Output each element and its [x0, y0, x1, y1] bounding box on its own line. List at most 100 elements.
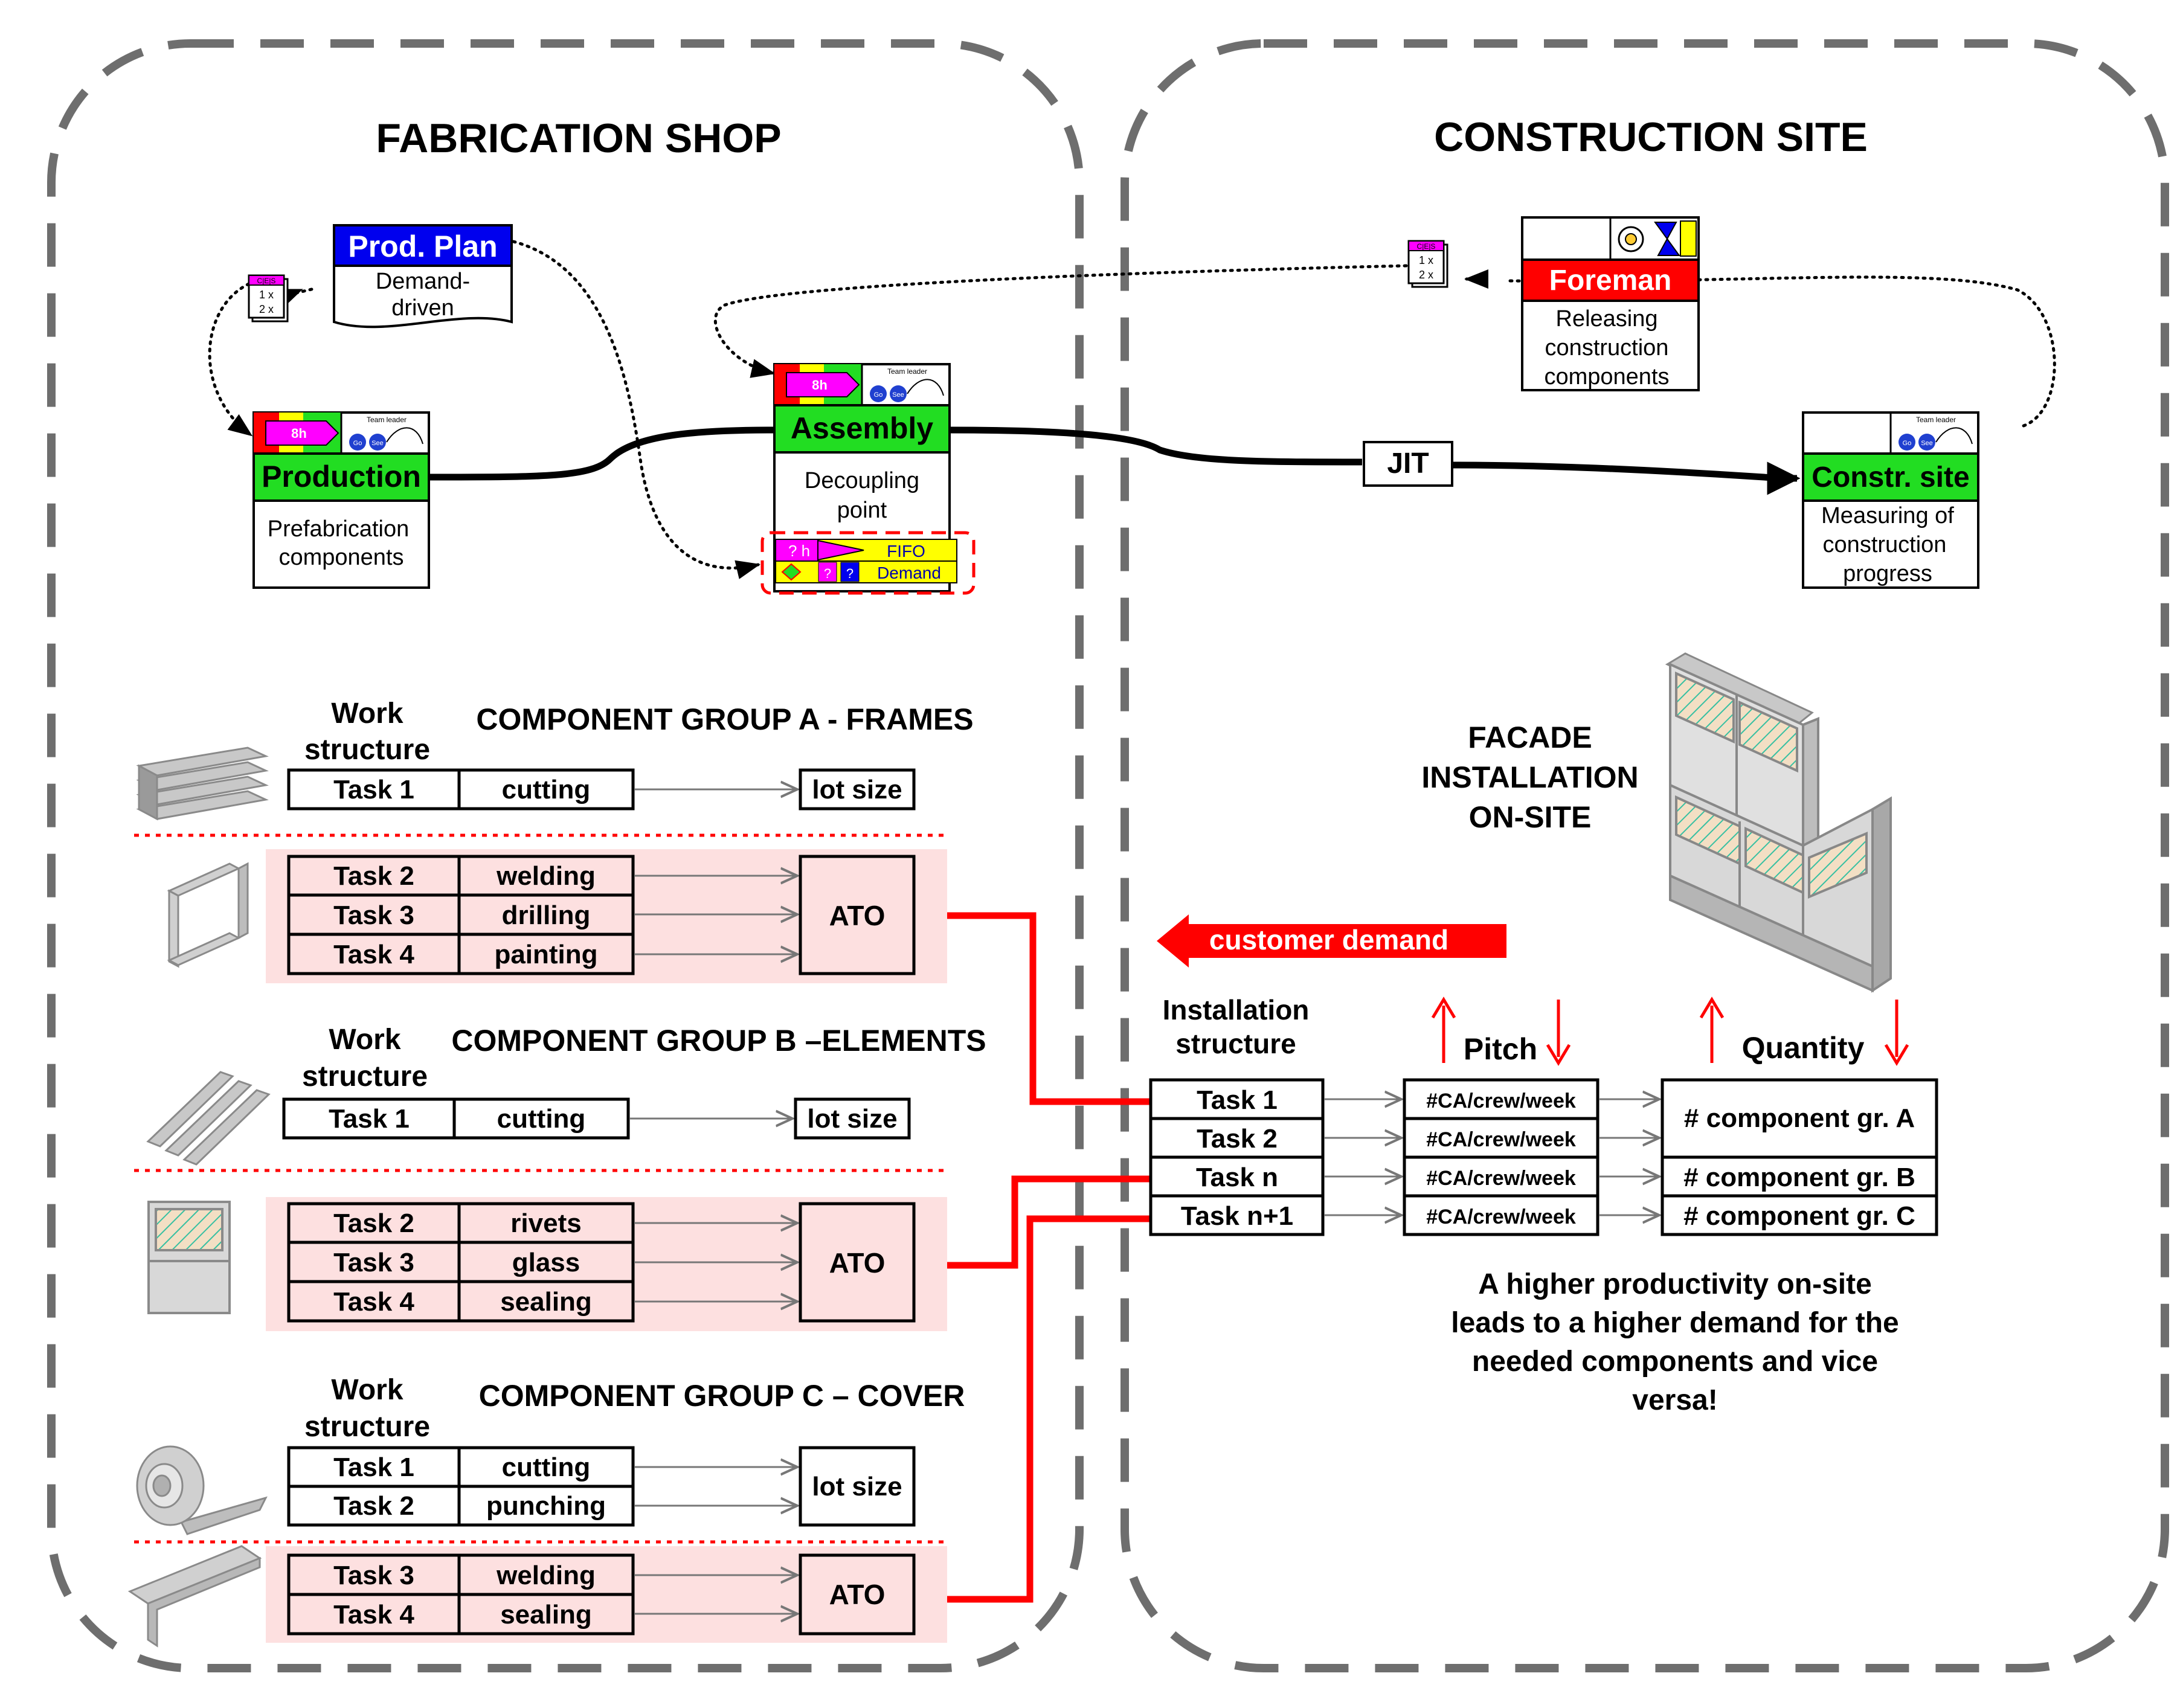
constr-title: Constr. site	[1812, 461, 1969, 493]
buffer-time: ? h	[788, 542, 810, 560]
foreman-line2: construction	[1545, 335, 1669, 361]
group-a-op4: painting	[494, 940, 597, 969]
installation-line2: structure	[1175, 1028, 1296, 1059]
group-c-op1: cutting	[502, 1453, 591, 1482]
group-b-op1: cutting	[497, 1104, 586, 1134]
angle-profile-icon	[127, 1545, 262, 1648]
buffer-q1: ?	[824, 566, 831, 581]
go-label: Go	[353, 440, 362, 447]
group-c-lot-size: lot size	[812, 1472, 902, 1501]
ws-b-line2: structure	[302, 1061, 428, 1093]
group-b-title: COMPONENT GROUP B –ELEMENTS	[451, 1024, 986, 1058]
group-a-task2: Task 2	[333, 861, 414, 891]
kanban-tag: C|E|S	[257, 277, 276, 285]
group-b-op3: glass	[512, 1248, 580, 1277]
customer-demand-arrow: customer demand	[1157, 914, 1506, 968]
ws-c-line1: Work	[331, 1374, 403, 1406]
quantity-table: # component gr. A # component gr. B # co…	[1661, 1078, 1938, 1236]
group-b-task3: Task 3	[333, 1248, 414, 1277]
prod-plan-box: Prod. Plan Demand- driven	[333, 224, 513, 329]
assembly-duration: 8h	[812, 377, 828, 393]
facade-line2: INSTALLATION	[1421, 760, 1638, 794]
quantity-b: # component gr. B	[1683, 1163, 1915, 1192]
construction-zone	[1120, 39, 2169, 1672]
group-a-op1: cutting	[502, 775, 591, 804]
install-task-3: Task n	[1196, 1163, 1278, 1192]
beams-icon	[136, 746, 269, 821]
group-b-task4: Task 4	[333, 1287, 414, 1317]
prod-plan-line1: Demand-	[376, 269, 470, 294]
constr-team-label: Team leader	[1916, 416, 1956, 424]
productivity-note: A higher productivity on-site leads to a…	[1451, 1268, 1898, 1416]
group-b-op4: sealing	[500, 1287, 592, 1317]
kanban-card-site: C|E|S 1 x 2 x	[1407, 240, 1448, 288]
assembly-line2: point	[837, 498, 887, 523]
material-flow-lines	[428, 426, 1801, 495]
go-label: Go	[874, 391, 883, 399]
note-line2: leads to a higher demand for the	[1451, 1307, 1898, 1339]
window-panel-icon	[147, 1201, 231, 1314]
demand-links	[914, 912, 1151, 1603]
customer-demand-label: customer demand	[1209, 924, 1448, 955]
note-line3: needed components and vice	[1472, 1346, 1878, 1378]
install-task-4: Task n+1	[1181, 1201, 1293, 1231]
jit-box: JIT	[1363, 441, 1453, 487]
rate-2: #CA/crew/week	[1426, 1128, 1576, 1151]
group-c-op3: welding	[496, 1561, 596, 1590]
rate-1: #CA/crew/week	[1426, 1090, 1576, 1112]
component-group-a: Work structure COMPONENT GROUP A - FRAME…	[134, 698, 974, 983]
facade-line1: FACADE	[1468, 721, 1592, 754]
group-c-task2: Task 2	[333, 1491, 414, 1521]
see-label: See	[371, 440, 384, 447]
ws-a-line2: structure	[304, 734, 430, 766]
group-c-task4: Task 4	[333, 1600, 414, 1629]
rate-table: #CA/crew/week #CA/crew/week #CA/crew/wee…	[1403, 1078, 1599, 1236]
foreman-title: Foreman	[1549, 265, 1672, 297]
constr-line3: progress	[1843, 561, 1932, 586]
fabrication-zone	[47, 39, 1084, 1672]
group-a-op2: welding	[496, 861, 596, 891]
construction-title: CONSTRUCTION SITE	[1434, 114, 1868, 160]
group-c-op2: punching	[486, 1491, 606, 1521]
constr-site-process: Team leader Go See Constr. site Measurin…	[1802, 411, 1979, 589]
group-a-lot-size: lot size	[812, 775, 902, 804]
group-b-op2: rivets	[510, 1209, 581, 1238]
group-c-ato: ATO	[829, 1579, 886, 1610]
group-a-task1: Task 1	[333, 775, 414, 804]
component-group-c: Work structure COMPONENT GROUP C – COVER…	[127, 1374, 965, 1648]
coil-icon	[136, 1445, 268, 1535]
buffer-fifo: FIFO	[887, 542, 925, 560]
quantity-label: Quantity	[1742, 1031, 1865, 1065]
kanban-row1: 1 x	[1419, 254, 1433, 266]
production-title: Production	[262, 460, 421, 493]
frame-icon	[167, 862, 249, 968]
group-b-ato: ATO	[829, 1247, 886, 1279]
rate-4: #CA/crew/week	[1426, 1206, 1576, 1228]
group-a-ato: ATO	[829, 900, 886, 931]
note-line4: versa!	[1632, 1384, 1717, 1416]
install-task-1: Task 1	[1197, 1085, 1278, 1115]
production-line2: components	[278, 545, 403, 570]
foreman-box: Foreman Releasing construction component…	[1521, 216, 1700, 391]
group-c-op4: sealing	[500, 1600, 592, 1629]
quantity-a: # component gr. A	[1684, 1103, 1915, 1133]
kanban-tag: C|E|S	[1417, 242, 1436, 251]
see-label: See	[892, 391, 904, 399]
assembly-line1: Decoupling	[805, 468, 919, 493]
pitch-label: Pitch	[1464, 1032, 1537, 1066]
buffer-q2: ?	[846, 566, 854, 581]
fabrication-title: FABRICATION SHOP	[376, 115, 781, 161]
install-task-2: Task 2	[1197, 1124, 1278, 1154]
ws-a-line1: Work	[331, 698, 403, 730]
group-a-op3: drilling	[502, 901, 591, 930]
installation-table: Task 1 Task 2 Task n Task n+1	[1149, 1078, 1325, 1236]
rate-3: #CA/crew/week	[1426, 1167, 1576, 1190]
ws-c-line2: structure	[304, 1411, 430, 1443]
ws-b-line1: Work	[329, 1024, 400, 1056]
production-duration: 8h	[291, 426, 307, 441]
production-line1: Prefabrication	[268, 516, 409, 542]
buffer-demand: Demand	[877, 563, 941, 582]
group-c-title: COMPONENT GROUP C – COVER	[479, 1379, 965, 1413]
facade-illustration	[1665, 652, 1892, 993]
kanban-row2: 2 x	[259, 303, 274, 315]
